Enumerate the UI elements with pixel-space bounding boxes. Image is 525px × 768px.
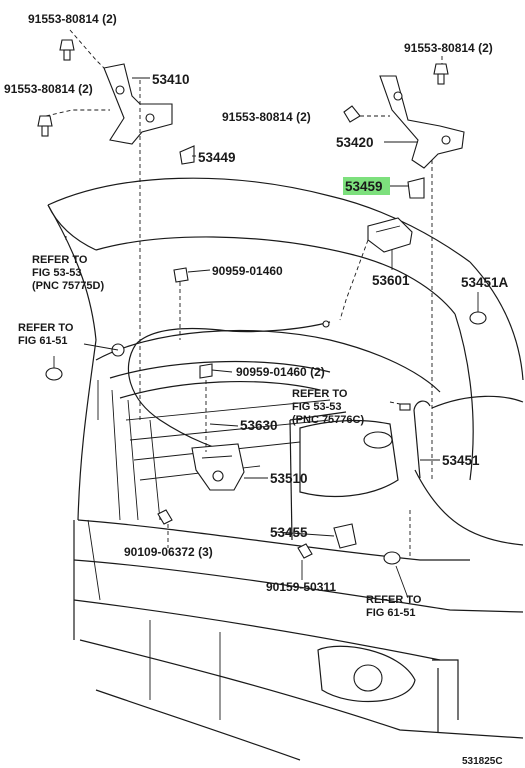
hinge-left [103, 63, 173, 145]
ref-note-fig61-left[interactable]: REFER TO FIG 61-51 [18, 322, 74, 347]
callout-hinge-right[interactable]: 53420 [336, 135, 374, 150]
callout-hood-cushion[interactable]: 53601 [372, 273, 410, 288]
highlight-box [343, 177, 390, 195]
vehicle-front-outline [47, 177, 524, 761]
support-rod-part [399, 400, 431, 479]
hinge-right [379, 75, 465, 169]
callout-clip-right-highlighted[interactable]: 53459 [345, 179, 383, 194]
ref-line: REFER TO [18, 322, 74, 334]
callout-clamp-upper[interactable]: 90959-01460 [212, 264, 283, 278]
ref-line: FIG 53-53 [32, 267, 82, 279]
callout-bolt-right[interactable]: 91553-80814 (2) [222, 110, 311, 124]
bolt-icon [37, 39, 449, 559]
callout-bolt-lock[interactable]: 90109-06372 (3) [124, 545, 213, 559]
rubber-cushion-part [45, 311, 487, 565]
ref-line: (PNC 75776C) [292, 414, 364, 426]
callout-clamp-lower[interactable]: 90959-01460 (2) [236, 365, 325, 379]
callout-clip-left[interactable]: 53449 [198, 150, 236, 165]
leader-lines [45, 29, 479, 599]
callout-bolt-top-left[interactable]: 91553-80814 (2) [28, 12, 117, 26]
callout-bolt-bracket[interactable]: 90159-50311 [266, 580, 336, 594]
ref-line: REFER TO [292, 388, 348, 400]
bracket-part [333, 523, 357, 549]
ref-line: REFER TO [32, 254, 88, 266]
ref-note-fig61-bottom[interactable]: REFER TO FIG 61-51 [366, 594, 422, 619]
ref-note-fig53-center[interactable]: REFER TO FIG 53-53 (PNC 75776C) [292, 388, 364, 426]
callout-hinge-left[interactable]: 53410 [152, 72, 190, 87]
callout-cushion-right[interactable]: 53451A [461, 275, 509, 290]
callout-bracket[interactable]: 53455 [270, 525, 308, 540]
callout-bolt-left[interactable]: 91553-80814 (2) [4, 82, 93, 96]
ref-line: (PNC 75775D) [32, 280, 104, 292]
clip-icon [173, 145, 425, 379]
ref-line: FIG 53-53 [292, 401, 342, 413]
ref-note-fig53-left[interactable]: REFER TO FIG 53-53 (PNC 75775D) [32, 254, 104, 292]
callout-support-rod[interactable]: 53451 [442, 453, 480, 468]
diagram-code: 531825C [462, 756, 503, 767]
ref-line: FIG 61-51 [366, 607, 416, 619]
callout-release-cable[interactable]: 53630 [240, 418, 278, 433]
hood-lock-part [191, 443, 245, 491]
callout-hood-lock[interactable]: 53510 [270, 471, 308, 486]
callout-bolt-top-right[interactable]: 91553-80814 (2) [404, 41, 493, 55]
ref-line: REFER TO [366, 594, 422, 606]
ref-line: FIG 61-51 [18, 335, 68, 347]
